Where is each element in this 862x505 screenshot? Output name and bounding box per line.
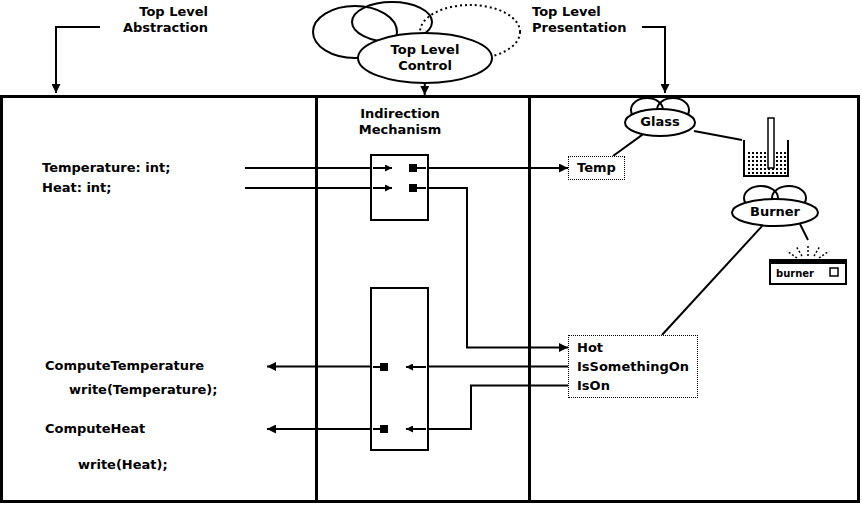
procedure-block: ComputeHeatwrite(Heat); [45,421,267,453]
spark [819,251,829,258]
burner-knob [830,268,838,276]
connector-arrow [424,84,426,95]
beaker-glass [744,140,788,176]
burner-top [770,260,846,264]
burner-sparks [787,244,829,258]
beaker-contents [746,152,786,174]
port-square [409,164,417,172]
attribute-box: Temp [568,156,625,180]
variable-declaration: Temperature: int; [42,160,245,176]
port-square [380,363,388,371]
view-link [694,131,742,140]
spark [787,251,797,258]
spark [796,246,802,256]
ellipse-shape [625,109,695,136]
indirection-box [371,155,428,220]
abstraction-panel: Top Level AbstractionTemperature: int;He… [0,95,318,503]
port-square [409,184,417,192]
agent-ellipse: Glass [624,108,696,137]
procedure-block: ComputeTemperaturewrite(Temperature); [45,358,267,390]
agent-ellipse: Burner [731,198,819,227]
code-text: write(Heat); [78,457,300,473]
code-text: Temperature: int; [42,160,245,176]
ellipse-shape [358,33,492,83]
leader-arrow [56,27,100,93]
code-text: ComputeHeat [45,421,267,437]
attribute-box: HotIsSomethingOnIsOn [568,335,698,398]
control-ellipse: Top Level Control [357,32,493,84]
presentation-panel: Top Level PresentationGlassTempBurnerHot… [528,95,860,503]
indirection-box [371,288,428,450]
attribute-text: IsSomethingOn [577,357,689,376]
inner-line [417,187,426,189]
inner-arrow [373,167,392,169]
attribute-text: IsOn [577,376,689,395]
agent-label: Top Level Control [383,42,467,74]
inner-line [373,366,380,368]
inner-arrow [406,428,426,430]
burner-body [770,260,846,284]
attribute-text: Temp [577,160,616,176]
part-label: burner [776,268,814,280]
variable-declaration: Heat: int; [42,180,245,196]
control-panel: Indirection Mechanism [315,95,531,503]
agent-label: Glass [640,114,679,130]
spark [814,246,820,256]
attribute-text: Hot [577,338,689,357]
view-link [800,224,808,240]
panel-heading: Top Level Abstraction [85,4,208,36]
panel-heading: Indirection Mechanism [340,106,460,138]
thermometer-rod [768,118,774,168]
code-text: Heat: int; [42,180,245,196]
leader-arrow [642,27,665,93]
inner-line [373,428,380,430]
port-square [380,425,388,433]
ellipse-shape [732,199,818,226]
view-link [662,226,762,335]
inner-arrow [373,187,392,189]
inner-line [417,167,426,169]
code-text: ComputeTemperature [45,358,267,374]
inner-arrow [406,366,426,368]
spark [807,244,809,256]
agent-label: Burner [750,204,800,220]
panel-heading: Top Level Presentation [532,4,652,36]
code-text: write(Temperature); [69,382,291,398]
view-link [613,135,642,156]
